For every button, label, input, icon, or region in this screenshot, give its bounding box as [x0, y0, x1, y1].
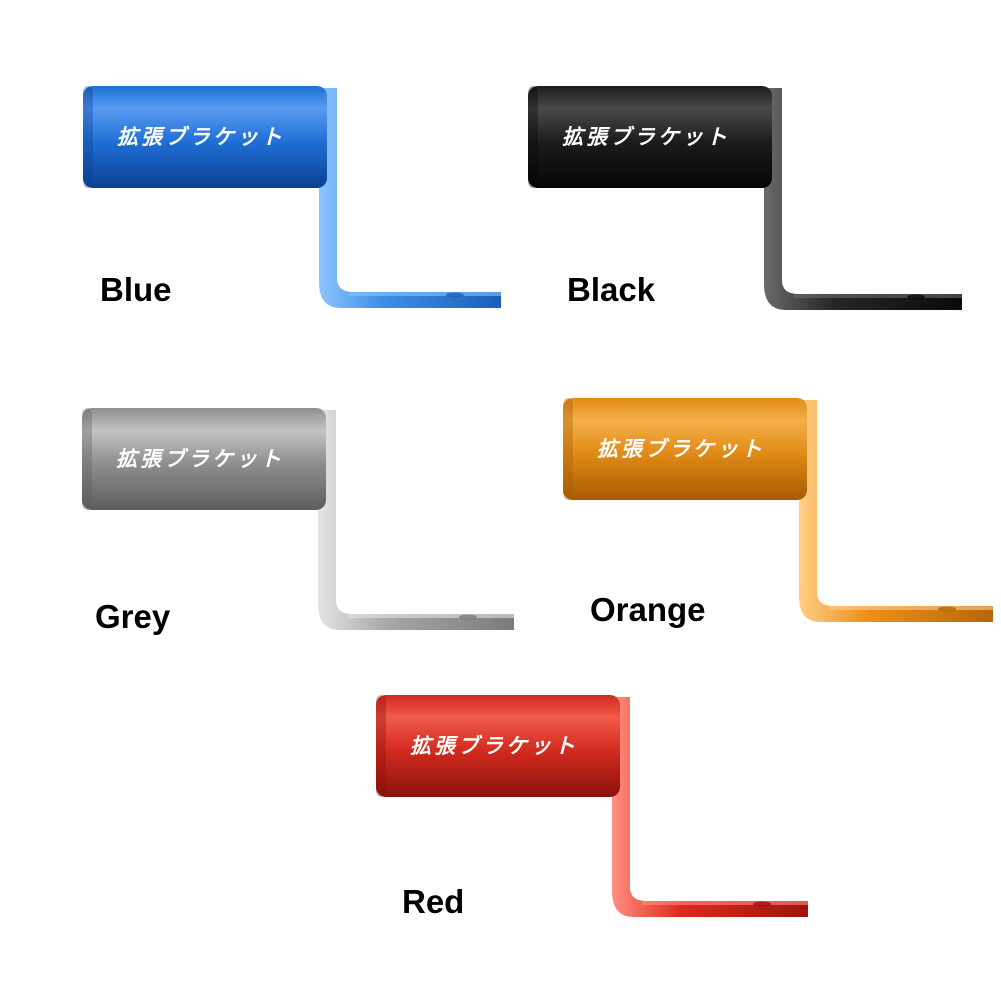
bracket-cylinder — [83, 86, 327, 188]
bracket-engraving: 拡張ブラケット — [562, 125, 730, 149]
bracket-plate — [612, 697, 808, 917]
foot-hole — [753, 901, 771, 907]
foot-highlight — [829, 606, 993, 610]
foot-highlight — [642, 901, 808, 905]
bracket-engraving: 拡張ブラケット — [117, 125, 285, 149]
plate-bevel — [319, 88, 324, 274]
bracket-orange: 拡張ブラケット — [563, 398, 993, 622]
foot-highlight — [794, 294, 962, 298]
color-label-blue: Blue — [100, 271, 172, 308]
bracket-cylinder — [528, 86, 772, 188]
bracket-plate — [318, 410, 514, 630]
foot-hole — [938, 606, 956, 612]
foot-hole — [459, 614, 477, 620]
bracket-cylinder — [82, 408, 326, 510]
color-label-black: Black — [567, 271, 656, 308]
bracket-engraving: 拡張ブラケット — [597, 437, 765, 461]
bracket-plate — [764, 88, 962, 310]
plate-bevel — [764, 88, 769, 276]
cylinder-end — [376, 695, 386, 797]
plate-bevel — [612, 697, 617, 883]
foot-hole — [907, 294, 925, 300]
bracket-cylinder — [376, 695, 620, 797]
bracket-engraving: 拡張ブラケット — [410, 734, 578, 758]
color-label-red: Red — [402, 883, 465, 920]
foot-hole — [446, 292, 464, 298]
bracket-blue: 拡張ブラケット — [83, 86, 501, 308]
cylinder-end — [82, 408, 92, 510]
bracket-grey: 拡張ブラケット — [82, 408, 514, 630]
color-label-grey: Grey — [95, 598, 171, 635]
bracket-plate — [319, 88, 501, 308]
cylinder-end — [83, 86, 93, 188]
bracket-plate — [799, 400, 993, 622]
foot-highlight — [348, 614, 514, 618]
bracket-red: 拡張ブラケット — [376, 695, 808, 917]
bracket-cylinder — [563, 398, 807, 500]
color-label-orange: Orange — [590, 591, 706, 628]
cylinder-end — [563, 398, 573, 500]
plate-bevel — [318, 410, 323, 596]
cylinder-end — [528, 86, 538, 188]
bracket-black: 拡張ブラケット — [528, 86, 962, 310]
plate-bevel — [799, 400, 804, 588]
foot-highlight — [349, 292, 501, 296]
bracket-engraving: 拡張ブラケット — [116, 447, 284, 471]
